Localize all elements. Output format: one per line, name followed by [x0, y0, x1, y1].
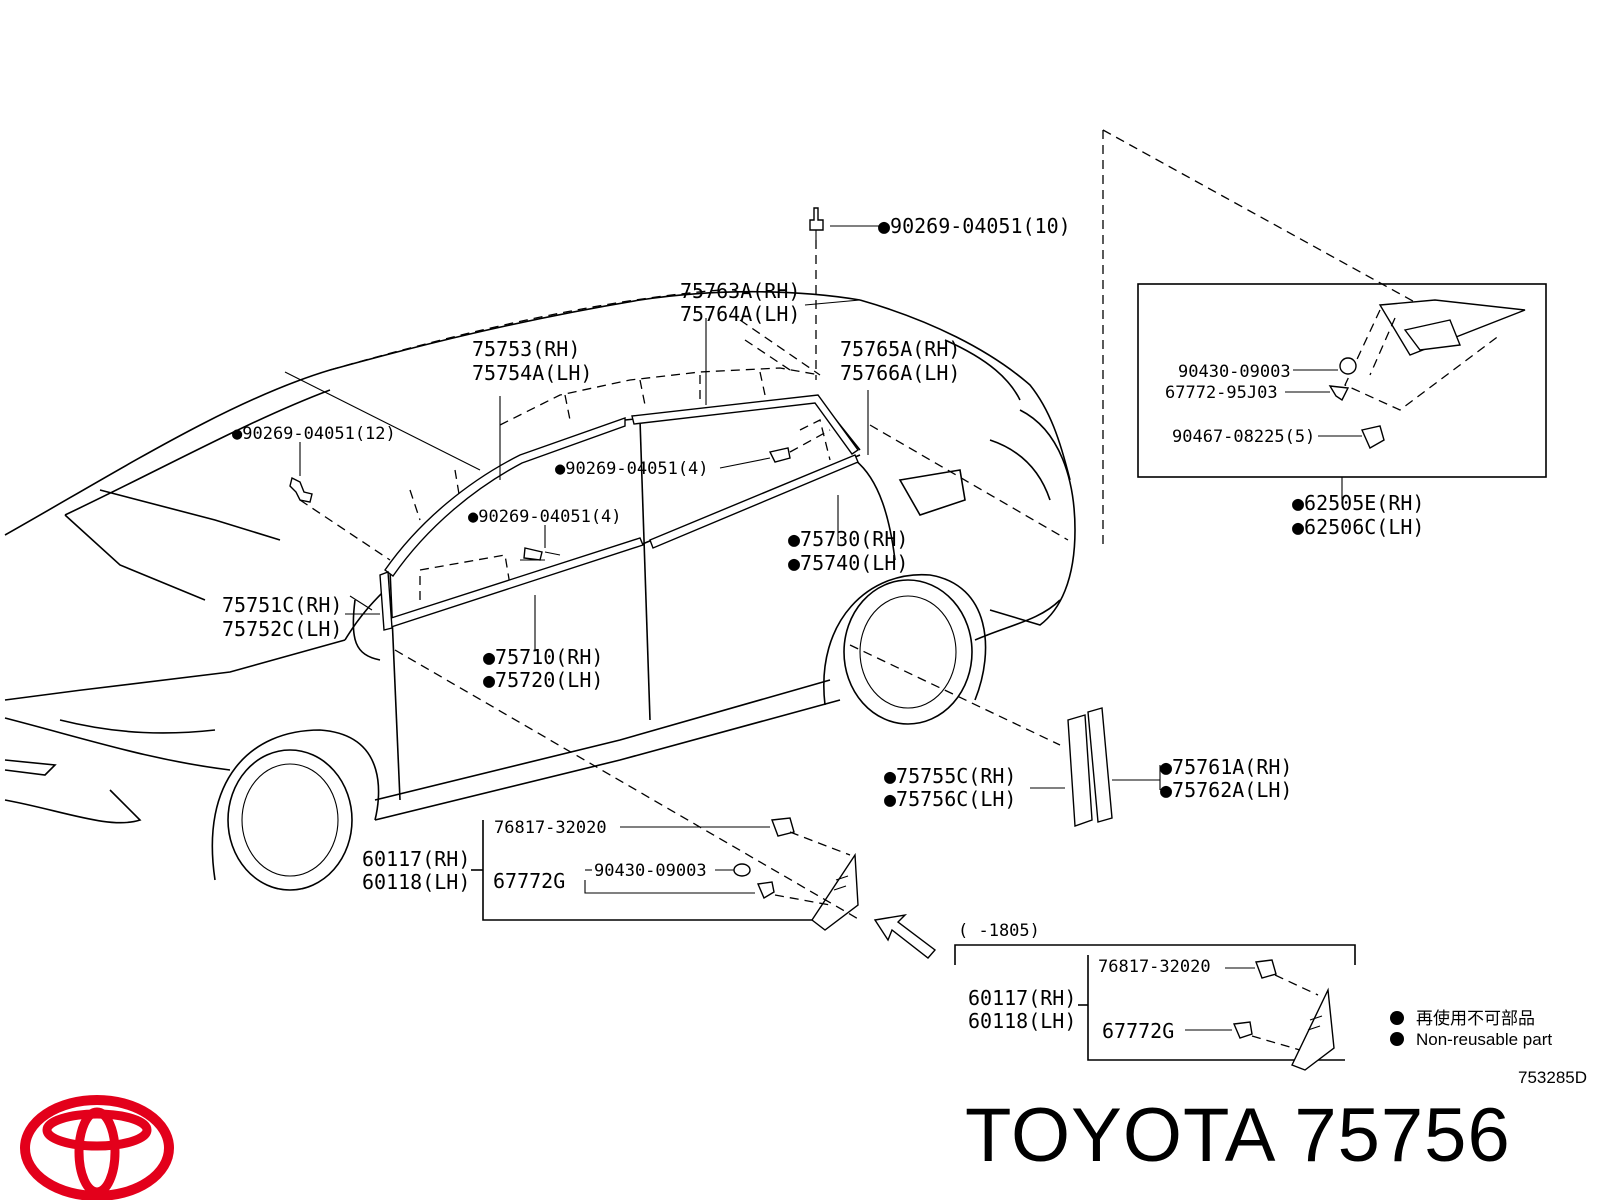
clip-icon	[289, 442, 391, 561]
label-75720: ●75720(LH)	[483, 668, 603, 692]
clip-icon	[523, 525, 561, 561]
label-a-76817: 76817-32020	[494, 818, 607, 838]
bracket-assembly-a	[394, 649, 937, 959]
label-75766a: 75766A(LH)	[840, 361, 960, 385]
label-b-67772g: 67772G	[1102, 1019, 1174, 1043]
label-clip-4-upper: ●90269-04051(4)	[555, 459, 709, 479]
label-inset-67772: 67772-95J03	[1165, 383, 1278, 403]
label-b-range: ( -1805)	[958, 921, 1040, 941]
bracket-assembly-b	[954, 944, 1356, 1071]
label-75765a: 75765A(RH)	[840, 337, 960, 361]
clip-icon	[719, 429, 831, 469]
toyota-logo-icon	[20, 1095, 174, 1200]
mouldings	[379, 394, 859, 631]
bullet-icon	[1390, 1032, 1404, 1046]
label-75752c: 75752C(LH)	[222, 617, 342, 641]
label-75751c: 75751C(RH)	[222, 593, 342, 617]
label-62506c: ●62506C(LH)	[1292, 515, 1424, 539]
part-labels: ●90269-04051(10) 75763A(RH) 75764A(LH) 7…	[222, 214, 1424, 1043]
label-75730: ●75730(RH)	[788, 527, 908, 551]
label-clip-12: ●90269-04051(12)	[232, 424, 396, 444]
legend-text-en: Non-reusable part	[1416, 1030, 1553, 1049]
inset-garnish	[1102, 129, 1547, 550]
label-a-60117: 60117(RH)	[362, 847, 470, 871]
label-clip-top: ●90269-04051(10)	[878, 214, 1071, 238]
label-75755c: ●75755C(RH)	[884, 764, 1016, 788]
legend-english: Non-reusable part	[1390, 1030, 1552, 1050]
clip-parts	[289, 207, 880, 561]
clip-icon	[809, 207, 880, 380]
diagram-code: 753285D	[1518, 1068, 1588, 1087]
label-75761a: ●75761A(RH)	[1160, 755, 1292, 779]
label-62505e: ●62505E(RH)	[1292, 491, 1424, 515]
label-75740: ●75740(LH)	[788, 551, 908, 575]
label-75764a: 75764A(LH)	[680, 302, 800, 326]
label-75763a: 75763A(RH)	[680, 279, 800, 303]
label-b-76817: 76817-32020	[1098, 957, 1211, 977]
pillar-trim	[849, 424, 1161, 827]
label-b-60118: 60118(LH)	[968, 1009, 1076, 1033]
label-75710: ●75710(RH)	[483, 645, 603, 669]
label-a-67772g: 67772G	[493, 869, 565, 893]
label-b-60117: 60117(RH)	[968, 986, 1076, 1010]
label-clip-4-lower: ●90269-04051(4)	[468, 507, 622, 527]
label-75762a: ●75762A(LH)	[1160, 778, 1292, 802]
brand-part-number: TOYOTA 75756	[965, 1093, 1511, 1178]
label-75754a: 75754A(LH)	[472, 361, 592, 385]
label-inset-90467: 90467-08225(5)	[1172, 427, 1315, 447]
legend-text-jp: 再使用不可部品	[1416, 1009, 1535, 1028]
label-a-90430: 90430-09003	[594, 861, 707, 881]
label-75756c: ●75756C(LH)	[884, 787, 1016, 811]
legend-japanese: 再使用不可部品	[1390, 1004, 1535, 1029]
leader-lines	[284, 299, 869, 650]
label-inset-90430: 90430-09003	[1178, 362, 1291, 382]
bullet-icon	[1390, 1011, 1404, 1025]
label-75753: 75753(RH)	[472, 337, 580, 361]
label-a-60118: 60118(LH)	[362, 870, 470, 894]
